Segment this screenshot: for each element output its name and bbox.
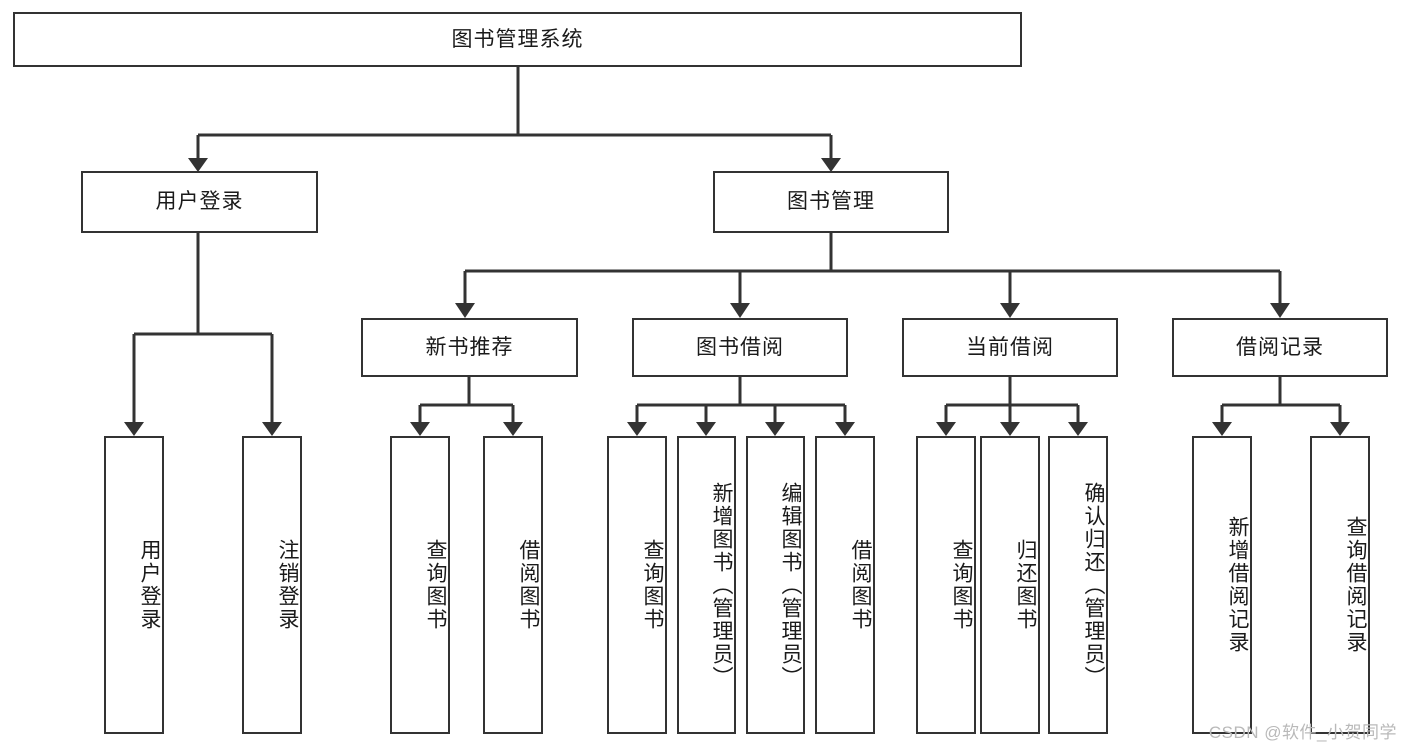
node-label: 借阅图书: [517, 539, 540, 631]
node-book-management[interactable]: 图书管理: [713, 171, 949, 233]
leaf-record-add-borrow-record[interactable]: 新增借阅记录: [1192, 436, 1252, 734]
watermark: CSDN @软件_小贺同学: [1208, 723, 1397, 742]
leaf-user-login[interactable]: 用户登录: [104, 436, 164, 734]
node-label: 归还图书: [1014, 539, 1037, 631]
node-label: 新增图书（管理员）: [710, 481, 733, 689]
node-label: 图书借阅: [696, 335, 784, 359]
node-label: 借阅记录: [1236, 335, 1324, 359]
node-label: 用户登录: [155, 190, 244, 214]
leaf-record-query-borrow-record[interactable]: 查询借阅记录: [1310, 436, 1370, 734]
node-label: 图书管理: [787, 190, 875, 214]
node-current-borrow[interactable]: 当前借阅: [902, 318, 1118, 377]
node-label: 编辑图书（管理员）: [779, 481, 802, 689]
node-label: 用户登录: [138, 539, 161, 631]
node-label: 查询图书: [424, 539, 447, 631]
leaf-current-return-book[interactable]: 归还图书: [980, 436, 1040, 734]
leaf-borrow-query-book[interactable]: 查询图书: [607, 436, 667, 734]
leaf-borrow-add-book-admin[interactable]: 新增图书（管理员）: [677, 436, 736, 734]
leaf-user-logout[interactable]: 注销登录: [242, 436, 302, 734]
node-label: 新增借阅记录: [1226, 516, 1249, 654]
node-root-system[interactable]: 图书管理系统: [13, 12, 1022, 67]
node-label: 图书管理系统: [451, 27, 584, 51]
node-label: 查询借阅记录: [1344, 516, 1367, 654]
node-user-login[interactable]: 用户登录: [81, 171, 318, 233]
leaf-current-query-book[interactable]: 查询图书: [916, 436, 976, 734]
leaf-borrow-edit-book-admin[interactable]: 编辑图书（管理员）: [746, 436, 805, 734]
node-label: 查询图书: [641, 539, 664, 631]
node-label: 注销登录: [276, 539, 299, 631]
node-label: 查询图书: [950, 539, 973, 631]
node-label: 借阅图书: [849, 539, 872, 631]
leaf-newbook-query-book[interactable]: 查询图书: [390, 436, 450, 734]
leaf-borrow-borrow-book[interactable]: 借阅图书: [815, 436, 875, 734]
node-book-borrow[interactable]: 图书借阅: [632, 318, 848, 377]
leaf-current-confirm-return-admin[interactable]: 确认归还（管理员）: [1048, 436, 1108, 734]
leaf-newbook-borrow-book[interactable]: 借阅图书: [483, 436, 543, 734]
node-label: 新书推荐: [425, 335, 514, 359]
node-borrow-record[interactable]: 借阅记录: [1172, 318, 1388, 377]
node-label: 确认归还（管理员）: [1082, 481, 1105, 689]
node-new-book-recommend[interactable]: 新书推荐: [361, 318, 578, 377]
node-label: 当前借阅: [966, 335, 1054, 359]
